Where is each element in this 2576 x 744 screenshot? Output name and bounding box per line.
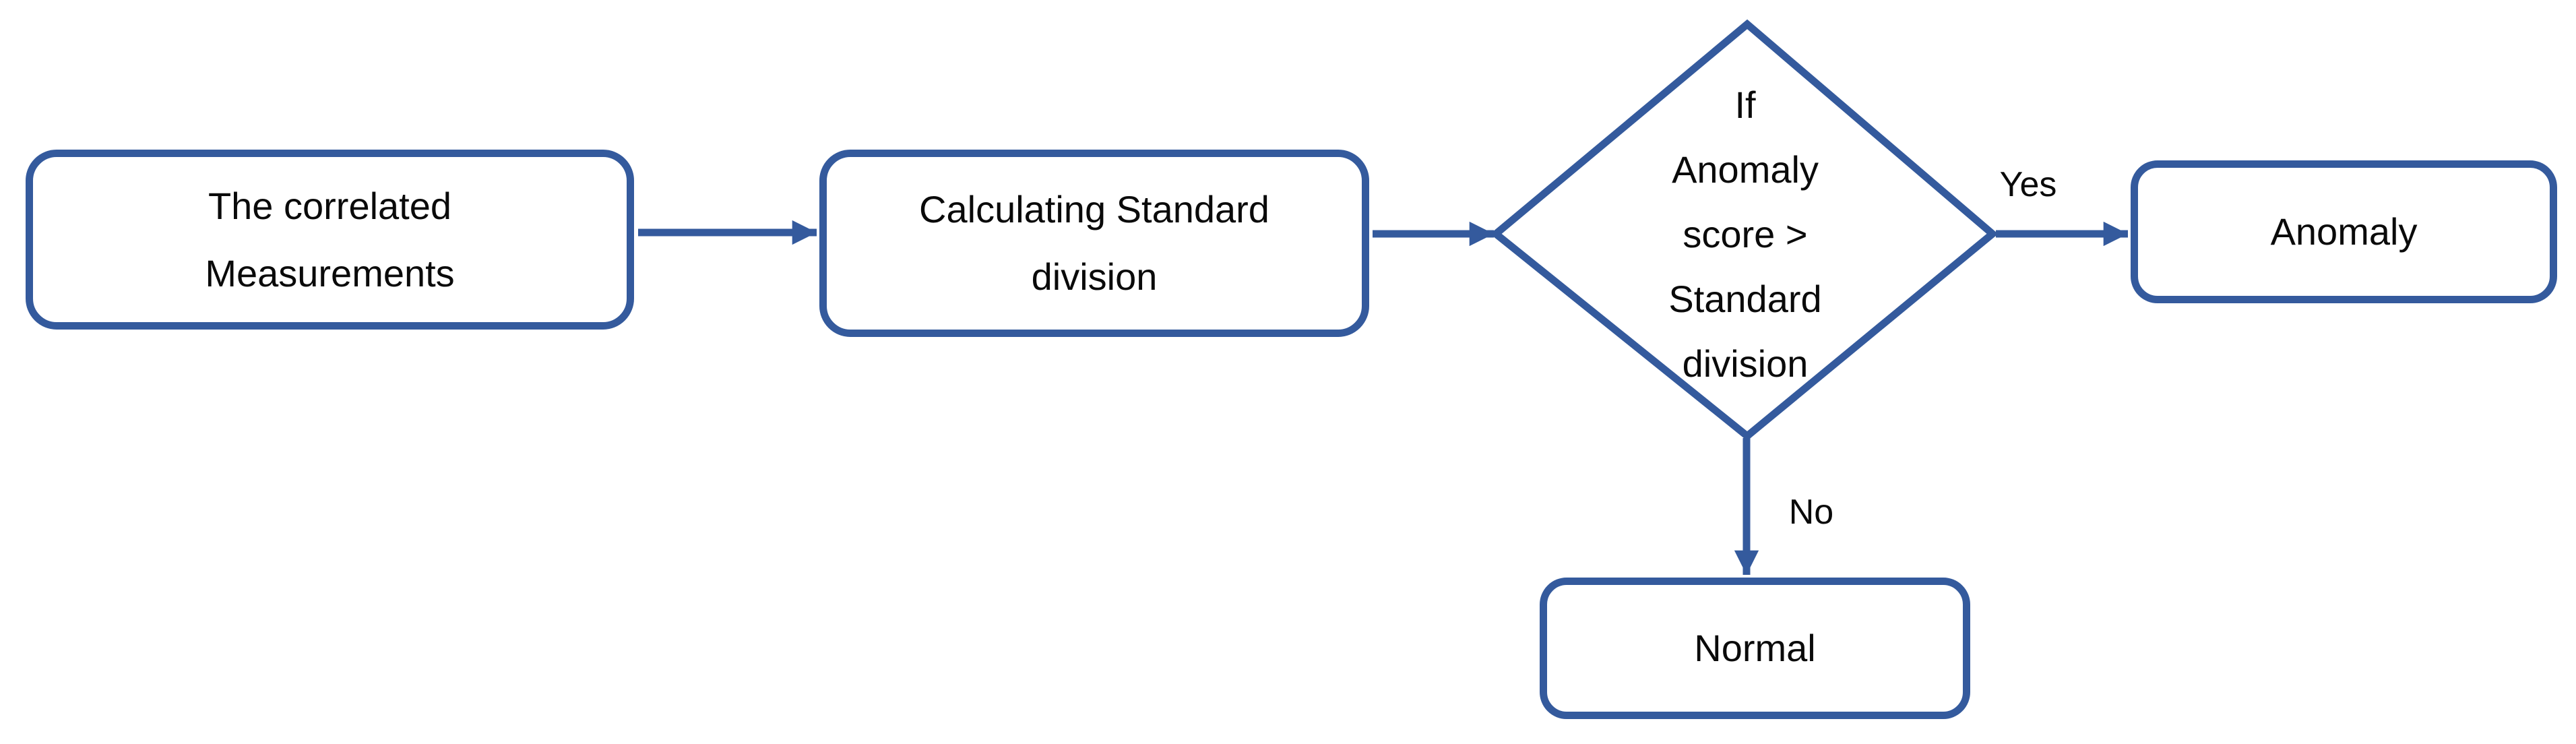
node-text-line: Anomaly	[1672, 148, 1819, 191]
node-decision-text: If Anomaly score > Standard division	[1476, 73, 2015, 396]
no-branch-label: No	[1788, 493, 1834, 532]
node-text-line: division	[1682, 342, 1809, 385]
node-text-line: Calculating Standard	[919, 188, 1269, 230]
node-text-line: Anomaly	[2270, 210, 2418, 253]
node-text-line: Standard	[1668, 278, 1822, 320]
node-text-line: If	[1734, 84, 1756, 126]
node-normal: Normal	[1540, 578, 1970, 719]
node-text-line: score >	[1683, 213, 1808, 255]
node-text-line: division	[1031, 255, 1158, 298]
decision-diamond-shape	[1490, 19, 1999, 441]
node-anomaly: Anomaly	[2131, 160, 2557, 303]
node-calculating-standard-division: Calculating Standard division	[819, 150, 1369, 337]
yes-branch-label: Yes	[1999, 165, 2057, 204]
node-correlated-measurements: The correlated Measurements	[26, 150, 634, 330]
node-text-line: The correlated	[208, 184, 452, 227]
node-text-line: Measurements	[205, 251, 455, 294]
node-text-line: Normal	[1694, 627, 1816, 669]
